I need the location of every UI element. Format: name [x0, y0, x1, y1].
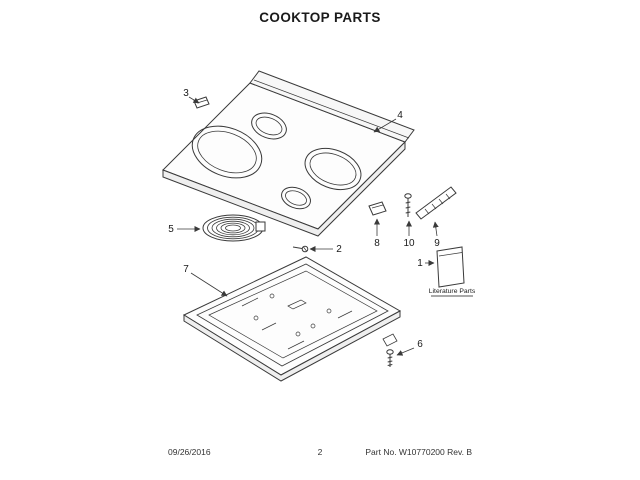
page-footer: 09/26/2016 2 Part No. W10770200 Rev. B	[0, 447, 640, 461]
callout-8: 8	[374, 238, 380, 249]
burner-large-left	[191, 125, 263, 179]
part-1-literature	[436, 246, 465, 288]
footer-page-number: 2	[317, 447, 323, 457]
footer-part-number: Part No. W10770200 Rev. B	[365, 447, 472, 457]
callout-4: 4	[397, 110, 403, 121]
callout-6: 6	[417, 339, 423, 350]
callout-10: 10	[403, 238, 415, 249]
part-2-screw	[292, 245, 309, 253]
page-title: COOKTOP PARTS	[259, 10, 381, 25]
callout-9: 9	[434, 238, 440, 249]
part-9-rail	[415, 186, 457, 220]
burner-medium-right	[304, 147, 362, 191]
part-8-support	[368, 201, 387, 216]
element-terminal-block	[255, 221, 266, 232]
part-6-screw	[386, 349, 394, 367]
leader-lines	[177, 96, 439, 356]
surface-element-coil	[202, 214, 266, 242]
pan-corner-bracket	[382, 333, 398, 347]
part-10-screw	[404, 193, 412, 217]
base-pan	[182, 256, 402, 382]
literature-parts-label: Literature Parts	[429, 288, 476, 295]
callout-7: 7	[183, 264, 189, 275]
callout-2: 2	[336, 244, 342, 255]
footer-date: 09/26/2016	[168, 447, 211, 457]
part-3-clip	[193, 96, 210, 109]
callout-5: 5	[168, 224, 174, 235]
burner-small-back	[251, 112, 287, 140]
burner-small-front	[281, 186, 311, 210]
callout-3: 3	[183, 88, 189, 99]
callout-1: 1	[417, 258, 423, 269]
cooktop-glass-top	[162, 70, 415, 237]
